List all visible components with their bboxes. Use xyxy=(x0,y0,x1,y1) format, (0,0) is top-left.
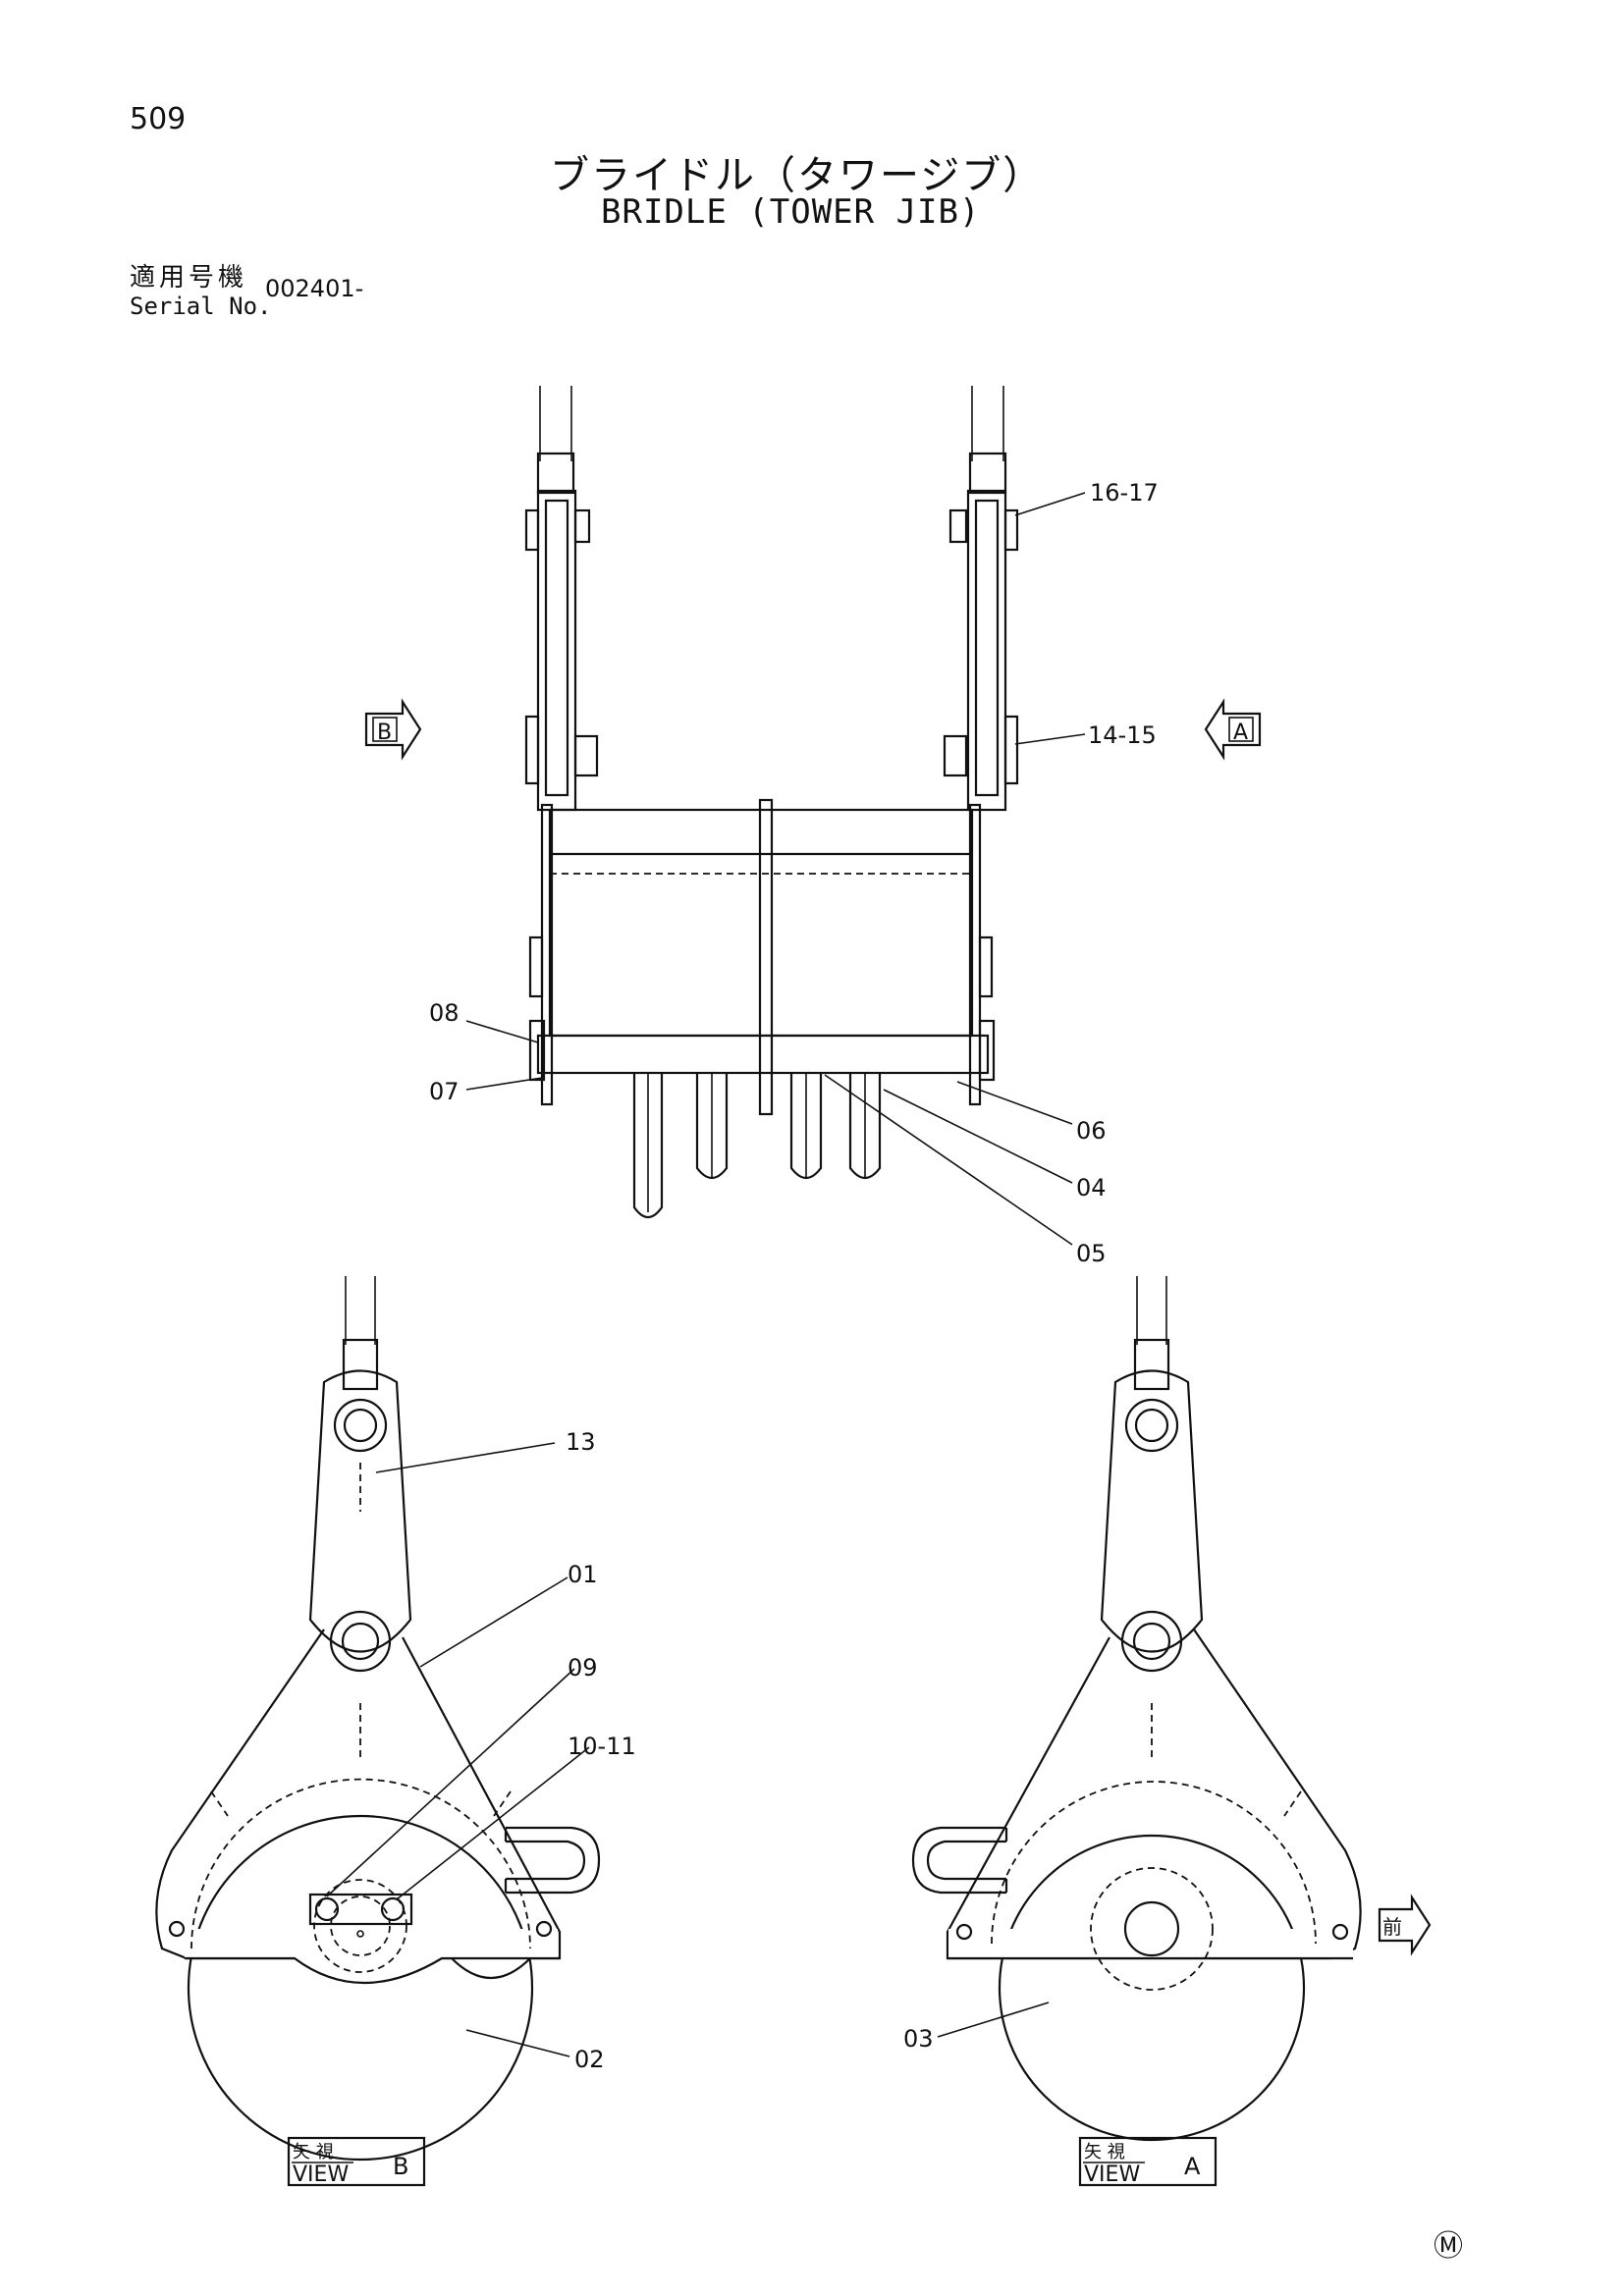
view-b-leaders xyxy=(326,1442,590,2057)
top-assembly-view xyxy=(524,386,1019,1219)
top-view-leaders xyxy=(465,492,1086,1246)
serial-number: 002401- xyxy=(265,275,364,302)
label-14-15: 14-15 xyxy=(1088,721,1157,749)
view-a-caption-letter: A xyxy=(1184,2153,1201,2180)
front-arrow xyxy=(1378,1894,1432,1956)
label-06: 06 xyxy=(1076,1117,1107,1145)
label-02: 02 xyxy=(574,2046,605,2073)
corner-mark: Ⓜ xyxy=(1434,2229,1463,2264)
view-a-arrow xyxy=(1204,698,1262,761)
view-b-caption-jp: 矢 視 xyxy=(293,2142,334,2163)
label-09: 09 xyxy=(568,1654,598,1682)
view-a-caption-jp: 矢 視 xyxy=(1084,2142,1125,2163)
label-08: 08 xyxy=(429,999,460,1027)
label-05: 05 xyxy=(1076,1240,1107,1267)
view-b-arrow xyxy=(364,698,422,761)
view-a-drawing xyxy=(911,1276,1362,2142)
view-b-letter: B xyxy=(377,721,392,745)
label-04: 04 xyxy=(1076,1174,1107,1201)
page-title-jp: ブライドル（タワージブ） xyxy=(550,153,1045,198)
label-16-17: 16-17 xyxy=(1090,479,1159,507)
view-a-caption-en: VIEW xyxy=(1084,2163,1140,2187)
page-number: 509 xyxy=(130,102,187,136)
view-a-letter: A xyxy=(1233,721,1248,745)
serial-label-jp: 適用号機 xyxy=(130,263,248,293)
view-b-caption-en: VIEW xyxy=(293,2163,349,2187)
label-03: 03 xyxy=(903,2025,934,2053)
label-01: 01 xyxy=(568,1561,598,1588)
label-07: 07 xyxy=(429,1078,460,1105)
page-title-en: BRIDLE (TOWER JIB) xyxy=(601,192,981,232)
view-a-leaders xyxy=(937,2002,1050,2038)
front-marker: 前 xyxy=(1382,1915,1402,1939)
label-10-11: 10-11 xyxy=(568,1733,636,1760)
view-b-caption-letter: B xyxy=(393,2153,408,2180)
serial-label-en: Serial No. xyxy=(130,293,272,320)
view-a-caption: 矢 視 VIEW A xyxy=(1078,2136,1218,2187)
label-13: 13 xyxy=(566,1428,596,1456)
view-b-drawing xyxy=(155,1276,601,2162)
view-b-caption: 矢 視 VIEW B xyxy=(287,2136,426,2187)
